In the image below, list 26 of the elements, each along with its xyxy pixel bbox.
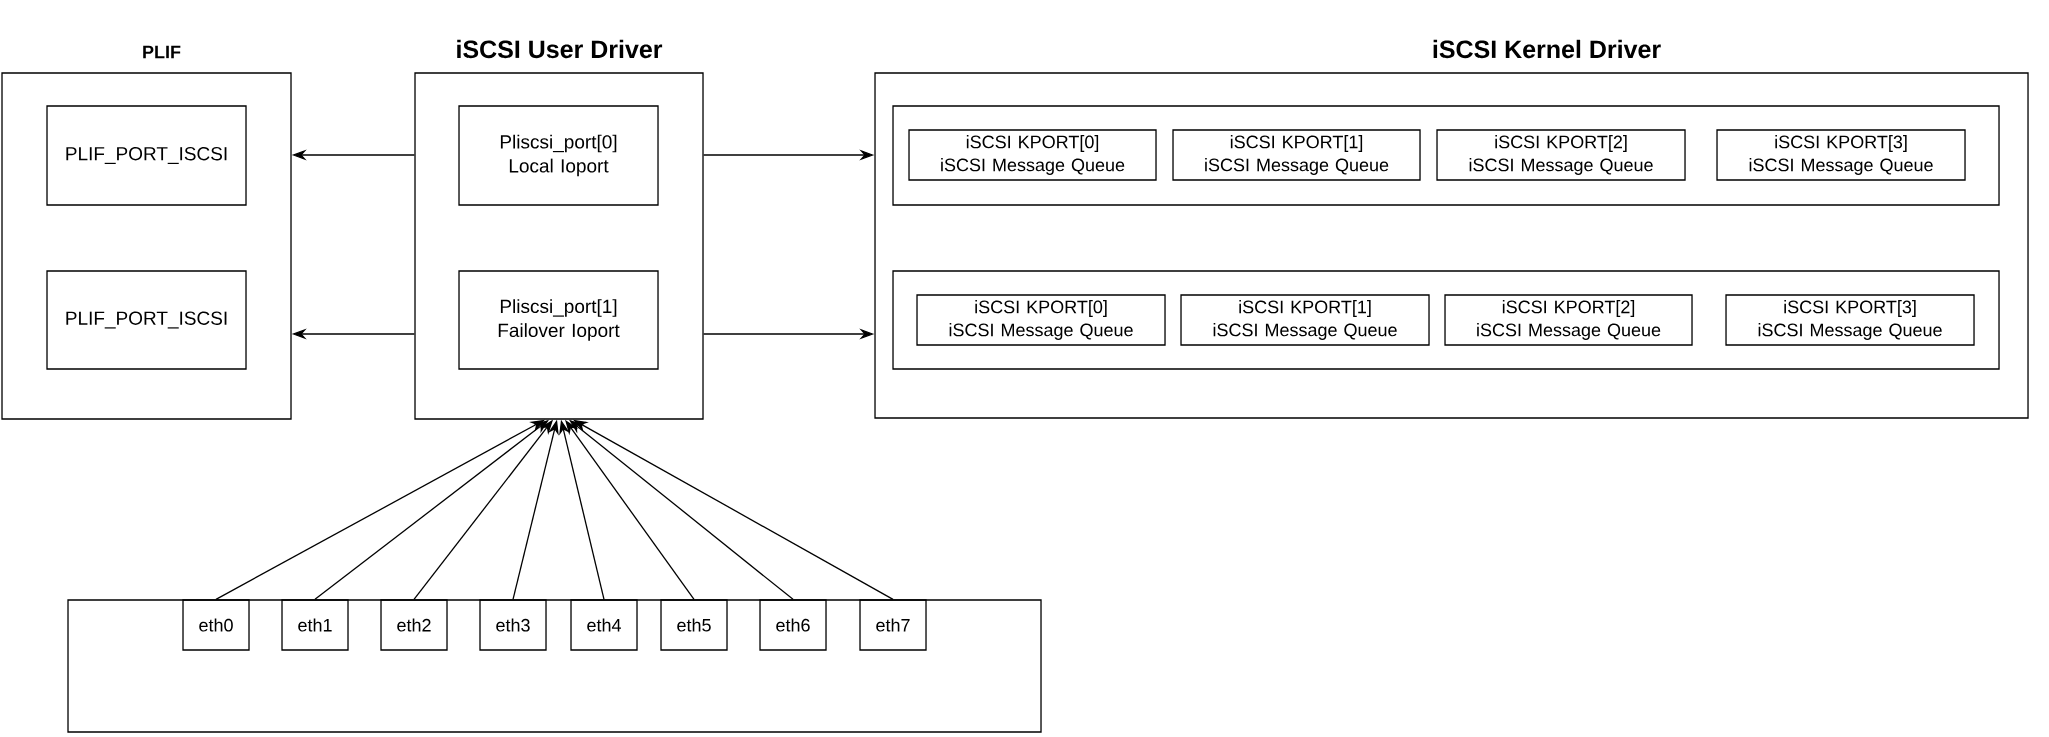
port-box: eth5 — [660, 599, 728, 651]
port-box: iSCSI KPORT[1] iSCSI Message Queue — [1180, 294, 1430, 346]
port-box: Pliscsi_port[1] Failover Ioport — [458, 270, 659, 370]
port-box: eth1 — [281, 599, 349, 651]
port-box: PLIF_PORT_ISCSI — [46, 270, 247, 370]
port-box: eth0 — [182, 599, 250, 651]
port-box: eth7 — [859, 599, 927, 651]
port-box: eth3 — [479, 599, 547, 651]
node-label: iSCSI User Driver — [457, 39, 663, 59]
group-box — [892, 105, 2000, 206]
port-box: iSCSI KPORT[2] iSCSI Message Queue — [1444, 294, 1693, 346]
group-box — [892, 270, 2000, 370]
port-box: iSCSI KPORT[0] iSCSI Message Queue — [916, 294, 1166, 346]
port-box: eth4 — [570, 599, 638, 651]
port-box: eth6 — [759, 599, 827, 651]
group-box — [67, 599, 1042, 733]
port-box: iSCSI KPORT[1] iSCSI Message Queue — [1172, 129, 1421, 181]
port-box: iSCSI KPORT[2] iSCSI Message Queue — [1436, 129, 1686, 181]
port-box: Pliscsi_port[0] Local Ioport — [458, 105, 659, 206]
node-label: iSCSI Kernel Driver — [1433, 39, 1661, 59]
port-box: PLIF_PORT_ISCSI — [46, 105, 247, 206]
port-box: iSCSI KPORT[3] iSCSI Message Queue — [1716, 129, 1966, 181]
node-label: PLIF — [143, 45, 181, 59]
port-box: iSCSI KPORT[3] iSCSI Message Queue — [1725, 294, 1975, 346]
port-box: iSCSI KPORT[0] iSCSI Message Queue — [908, 129, 1157, 181]
port-box: eth2 — [380, 599, 448, 651]
